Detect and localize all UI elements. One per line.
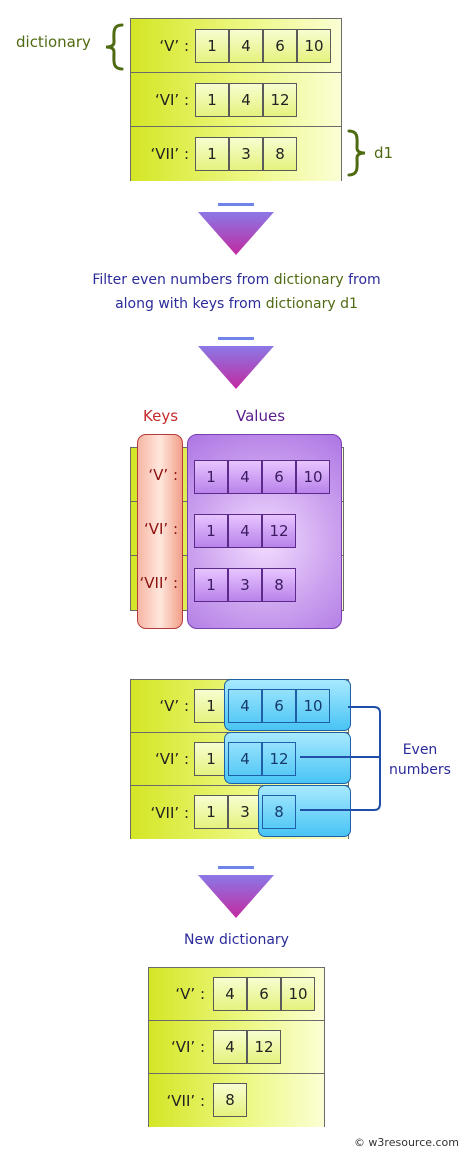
value-cell: 3: [229, 137, 263, 171]
value-cell: 4: [228, 460, 262, 494]
value-cell: 12: [262, 514, 296, 548]
even-value-cell: 6: [262, 689, 296, 723]
row-key: ‘VII’ :: [166, 1091, 205, 1110]
right-brace-icon: [347, 129, 366, 177]
value-cell: 1: [194, 460, 228, 494]
odd-value-cell: 1: [194, 795, 228, 829]
value-cell: 3: [228, 568, 262, 602]
value-cell: 10: [296, 460, 330, 494]
row-key: ‘V’ :: [175, 985, 205, 1003]
odd-value-cell: 1: [194, 742, 228, 776]
value-cell: 4: [213, 1030, 247, 1064]
value-cell: 10: [281, 977, 315, 1011]
even-value-cell: 10: [296, 689, 330, 723]
even-value-cell: 4: [228, 689, 262, 723]
value-cell: 1: [194, 514, 228, 548]
watermark: © w3resource.com: [353, 1136, 459, 1149]
row-key: ‘VI’ :: [154, 90, 189, 109]
odd-value-cell: 1: [194, 689, 228, 723]
row-key: ‘VI’ :: [154, 750, 189, 768]
even-value-cell: 12: [262, 742, 296, 776]
value-cell: 1: [195, 29, 229, 63]
value-cell: 4: [229, 29, 263, 63]
even-value-cell: 8: [262, 795, 296, 829]
even-numbers-label: Even numbers: [389, 742, 451, 778]
value-cell: 4: [228, 514, 262, 548]
even-connector: [300, 706, 381, 811]
row-key: ‘VII’ :: [139, 574, 178, 592]
value-cell: 12: [247, 1030, 281, 1064]
down-arrow-icon: [198, 866, 274, 918]
value-cell: 1: [195, 83, 229, 117]
value-cell: 1: [194, 568, 228, 602]
down-arrow-icon: [198, 203, 274, 255]
row-key: ‘VI’ :: [143, 520, 178, 538]
filter-caption: Filter even numbers from dictionary from…: [92, 272, 381, 312]
table-row: ‘VII’ : 8: [149, 1074, 324, 1127]
value-cell: 8: [262, 568, 296, 602]
row-key: ‘V’ :: [159, 36, 189, 55]
odd-value-cell: 3: [228, 795, 262, 829]
dictionary-label: dictionary: [16, 33, 91, 51]
value-cell: 6: [247, 977, 281, 1011]
down-arrow-icon: [198, 337, 274, 389]
value-cell: 4: [229, 83, 263, 117]
value-cell: 6: [263, 29, 297, 63]
new-dictionary-label: New dictionary: [184, 932, 289, 948]
d1-label: d1: [374, 144, 394, 162]
value-cell: 8: [213, 1083, 247, 1117]
value-cell: 1: [195, 137, 229, 171]
left-brace-icon: [105, 23, 124, 71]
value-cell: 4: [213, 977, 247, 1011]
row-key: ‘VII’ :: [150, 803, 189, 822]
row-key: ‘VII’ :: [150, 145, 189, 163]
row-key: ‘V’ :: [159, 697, 189, 715]
values-label: Values: [236, 407, 286, 425]
row-key: ‘VI’ :: [170, 1038, 205, 1056]
value-cell: 10: [297, 29, 331, 63]
value-cell: 6: [262, 460, 296, 494]
keys-label: Keys: [143, 407, 179, 425]
keys-highlight: [137, 434, 183, 629]
value-cell: 8: [263, 137, 297, 171]
even-value-cell: 4: [228, 742, 262, 776]
value-cell: 12: [263, 83, 297, 117]
row-key: ‘V’ :: [148, 466, 178, 484]
